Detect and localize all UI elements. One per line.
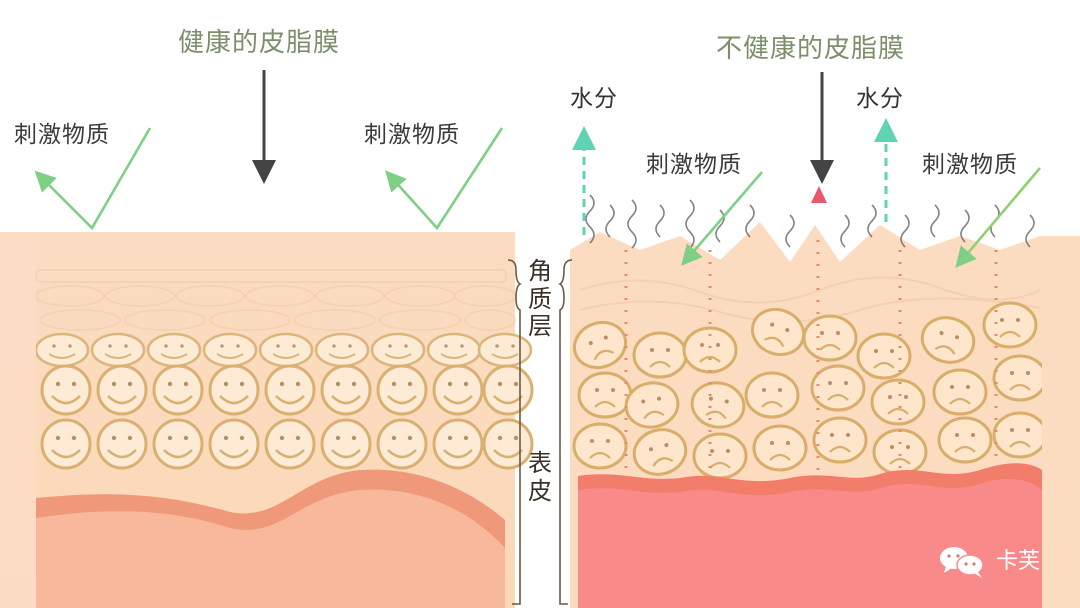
unhealthy-skin-section [566,194,1080,608]
irritant-label-unhealthy-right: 刺激物质 [922,152,1018,178]
stratum-corneum-label: 角质层 [528,257,552,341]
unhealthy-sebum-title: 不健康的皮脂膜 [716,34,906,64]
irritant-label-healthy-right: 刺激物质 [364,122,460,148]
healthy-skin-section [0,232,534,608]
wechat-icon [940,547,984,578]
watermark: 卡芙 [938,545,1040,579]
healthy-sebum-title: 健康的皮脂膜 [178,28,341,58]
irritant-label-healthy-left: 刺激物质 [14,122,110,148]
irritant-label-unhealthy-left: 刺激物质 [646,152,742,178]
watermark-text: 卡芙 [996,549,1041,574]
epidermis-label: 表皮 [528,449,552,505]
layer-brackets [507,259,573,605]
arrows [34,70,1041,268]
water-label-left: 水分 [570,86,618,112]
water-label-right: 水分 [856,86,904,112]
